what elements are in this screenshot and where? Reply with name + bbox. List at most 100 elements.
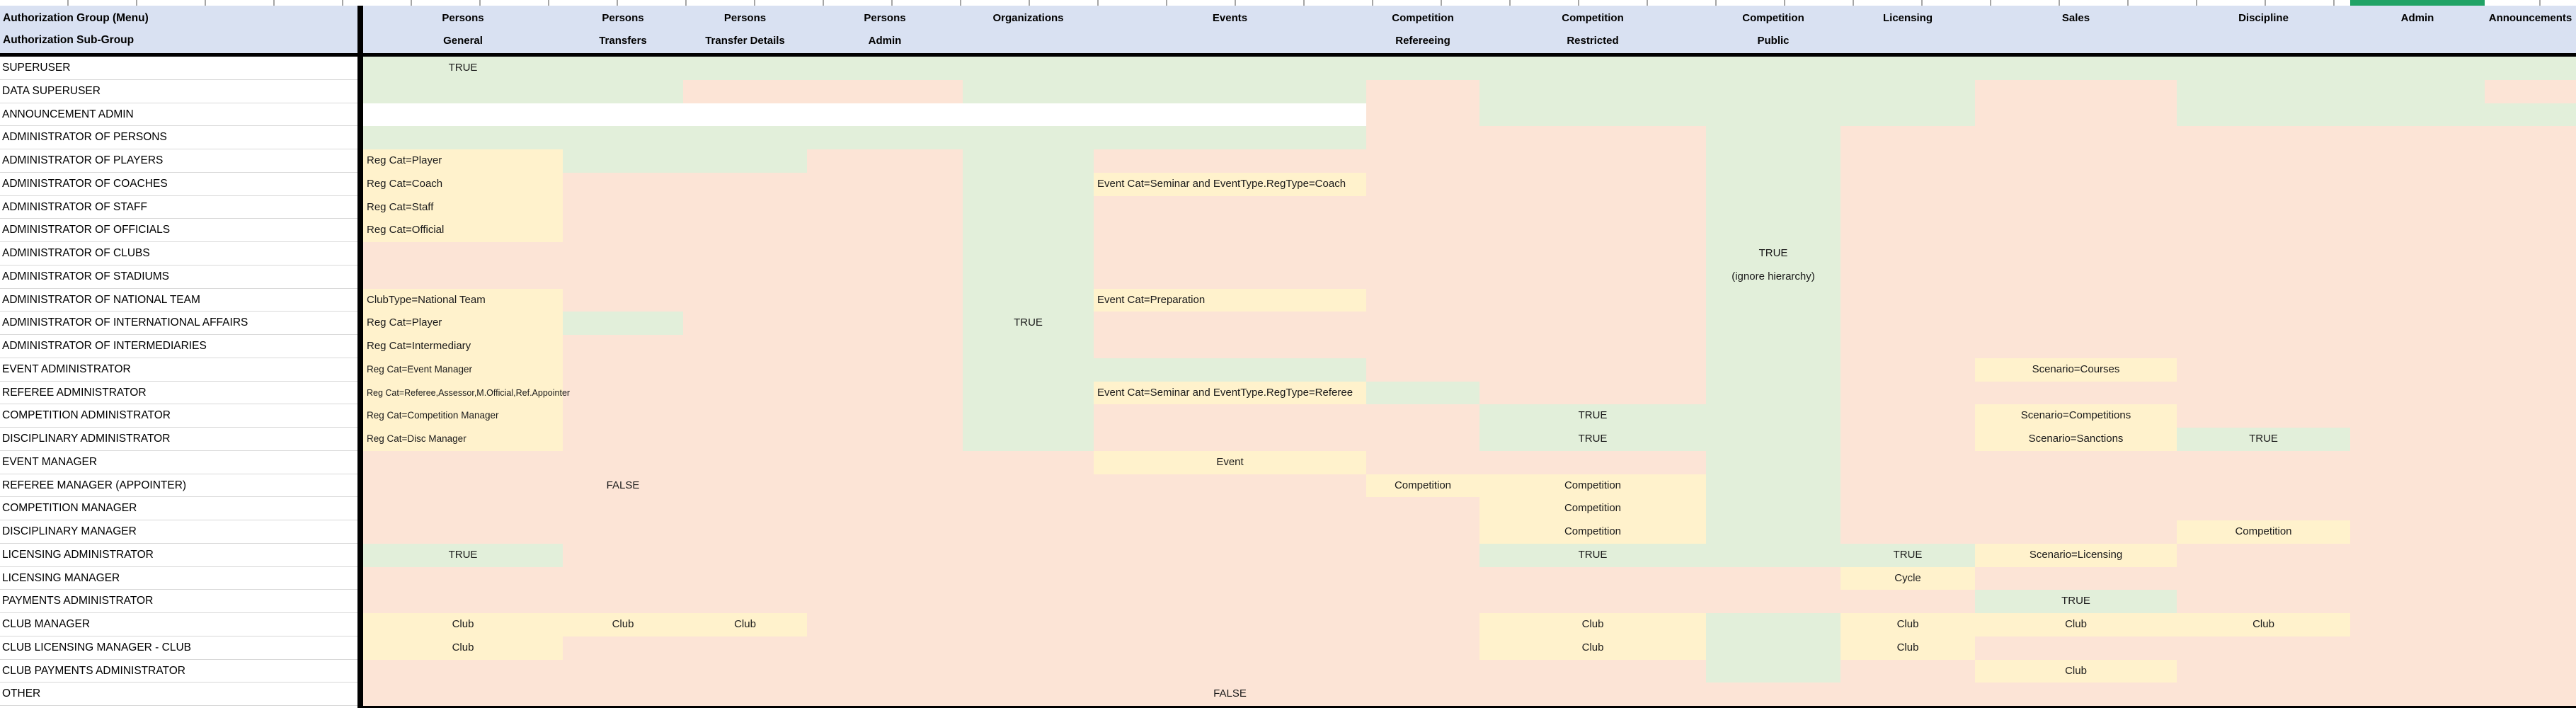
grid-cell[interactable] <box>2485 590 2576 613</box>
grid-cell[interactable] <box>963 497 1094 520</box>
grid-cell[interactable] <box>1841 219 1975 242</box>
grid-cell[interactable] <box>683 543 807 567</box>
grid-cell[interactable]: Club <box>1975 659 2177 683</box>
grid-cell[interactable] <box>963 149 1094 173</box>
grid-cell[interactable] <box>807 659 963 683</box>
grid-cell[interactable] <box>2350 381 2485 405</box>
grid-cell[interactable] <box>683 450 807 474</box>
grid-cell[interactable]: TRUE <box>1975 590 2177 613</box>
grid-cell[interactable] <box>963 335 1094 358</box>
grid-cell[interactable] <box>683 381 807 405</box>
grid-cell[interactable] <box>363 590 563 613</box>
grid-cell[interactable]: TRUE <box>963 312 1094 335</box>
grid-cell[interactable] <box>2177 242 2350 266</box>
grid-cell[interactable] <box>2350 242 2485 266</box>
grid-cell[interactable] <box>1841 358 1975 382</box>
grid-cell[interactable] <box>2485 126 2576 149</box>
grid-cell[interactable] <box>807 450 963 474</box>
grid-cell[interactable] <box>563 242 683 266</box>
grid-cell[interactable]: Scenario=Licensing <box>1975 543 2177 567</box>
grid-cell[interactable] <box>2177 335 2350 358</box>
grid-cell[interactable] <box>1975 79 2177 103</box>
grid-cell[interactable] <box>2177 683 2350 706</box>
grid-cell[interactable] <box>1706 312 1841 335</box>
row-label[interactable]: ADMINISTRATOR OF INTERNATIONAL AFFAIRS <box>0 312 357 335</box>
grid-cell[interactable] <box>807 79 963 103</box>
grid-cell[interactable]: Scenario=Competitions <box>1975 404 2177 428</box>
grid-cell[interactable] <box>2485 79 2576 103</box>
grid-cell[interactable] <box>2350 428 2485 451</box>
grid-cell[interactable] <box>563 335 683 358</box>
grid-cell[interactable] <box>1706 126 1841 149</box>
row-label[interactable]: DATA SUPERUSER <box>0 79 357 103</box>
grid-cell[interactable] <box>2350 613 2485 636</box>
grid-cell[interactable] <box>2350 474 2485 498</box>
row-label[interactable]: ANNOUNCEMENT ADMIN <box>0 103 357 127</box>
grid-cell[interactable]: Event Cat=Seminar and EventType.RegType=… <box>1094 172 1366 196</box>
grid-cell[interactable] <box>1975 520 2177 544</box>
grid-cell[interactable]: Event Cat=Seminar and EventType.RegType=… <box>1094 381 1366 405</box>
grid-cell[interactable] <box>1975 381 2177 405</box>
grid-cell[interactable] <box>1975 288 2177 312</box>
grid-cell[interactable] <box>2485 265 2576 289</box>
row-label[interactable]: SUPERUSER <box>0 57 357 80</box>
grid-cell[interactable] <box>1706 683 1841 706</box>
grid-cell[interactable] <box>2350 312 2485 335</box>
grid-cell[interactable] <box>2485 520 2576 544</box>
row-label[interactable]: ADMINISTRATOR OF NATIONAL TEAM <box>0 288 357 312</box>
grid-cell[interactable] <box>2177 590 2350 613</box>
grid-cell[interactable] <box>1479 590 1706 613</box>
grid-cell[interactable] <box>963 126 1094 149</box>
grid-cell[interactable] <box>1975 103 2177 127</box>
grid-cell[interactable] <box>1479 683 1706 706</box>
grid-cell[interactable]: Reg Cat=Coach <box>363 172 563 196</box>
grid-cell[interactable] <box>563 636 683 660</box>
grid-cell[interactable] <box>1706 636 1841 660</box>
grid-cell[interactable] <box>1479 312 1706 335</box>
grid-cell[interactable] <box>2177 636 2350 660</box>
grid-cell[interactable] <box>1479 265 1706 289</box>
grid-cell[interactable] <box>563 219 683 242</box>
grid-cell[interactable] <box>1479 195 1706 219</box>
grid-cell[interactable]: TRUE <box>1706 242 1841 266</box>
row-label[interactable]: REFEREE MANAGER (APPOINTER) <box>0 474 357 498</box>
grid-cell[interactable] <box>963 636 1094 660</box>
grid-cell[interactable] <box>1366 312 1479 335</box>
grid-cell[interactable]: Reg Cat=Player <box>363 149 563 173</box>
grid-cell[interactable] <box>2177 103 2350 127</box>
grid-cell[interactable] <box>1094 265 1366 289</box>
grid-cell[interactable] <box>563 428 683 451</box>
grid-cell[interactable] <box>1094 242 1366 266</box>
grid-cell[interactable] <box>1366 126 1479 149</box>
grid-cell[interactable] <box>1841 242 1975 266</box>
grid-cell[interactable] <box>2485 543 2576 567</box>
row-label[interactable]: ADMINISTRATOR OF STADIUMS <box>0 265 357 289</box>
grid-cell[interactable] <box>2485 428 2576 451</box>
grid-cell[interactable] <box>1366 450 1479 474</box>
grid-cell[interactable] <box>1094 79 1366 103</box>
grid-cell[interactable] <box>683 288 807 312</box>
grid-cell[interactable]: Competition <box>1479 520 1706 544</box>
grid-cell[interactable] <box>683 126 807 149</box>
grid-cell[interactable] <box>1975 126 2177 149</box>
grid-cell[interactable] <box>2485 450 2576 474</box>
grid-cell[interactable]: Reg Cat=Official <box>363 219 563 242</box>
grid-cell[interactable] <box>807 683 963 706</box>
grid-cell[interactable] <box>563 195 683 219</box>
grid-cell[interactable] <box>807 312 963 335</box>
grid-cell[interactable] <box>1706 428 1841 451</box>
grid-cell[interactable]: Club <box>2177 613 2350 636</box>
grid-cell[interactable] <box>1094 636 1366 660</box>
grid-cell[interactable] <box>2350 265 2485 289</box>
grid-cell[interactable] <box>683 683 807 706</box>
grid-cell[interactable] <box>363 242 563 266</box>
grid-cell[interactable] <box>1094 404 1366 428</box>
grid-cell[interactable] <box>683 219 807 242</box>
grid-cell[interactable] <box>1366 428 1479 451</box>
grid-cell[interactable] <box>1975 497 2177 520</box>
grid-cell[interactable] <box>563 497 683 520</box>
grid-cell[interactable] <box>563 358 683 382</box>
